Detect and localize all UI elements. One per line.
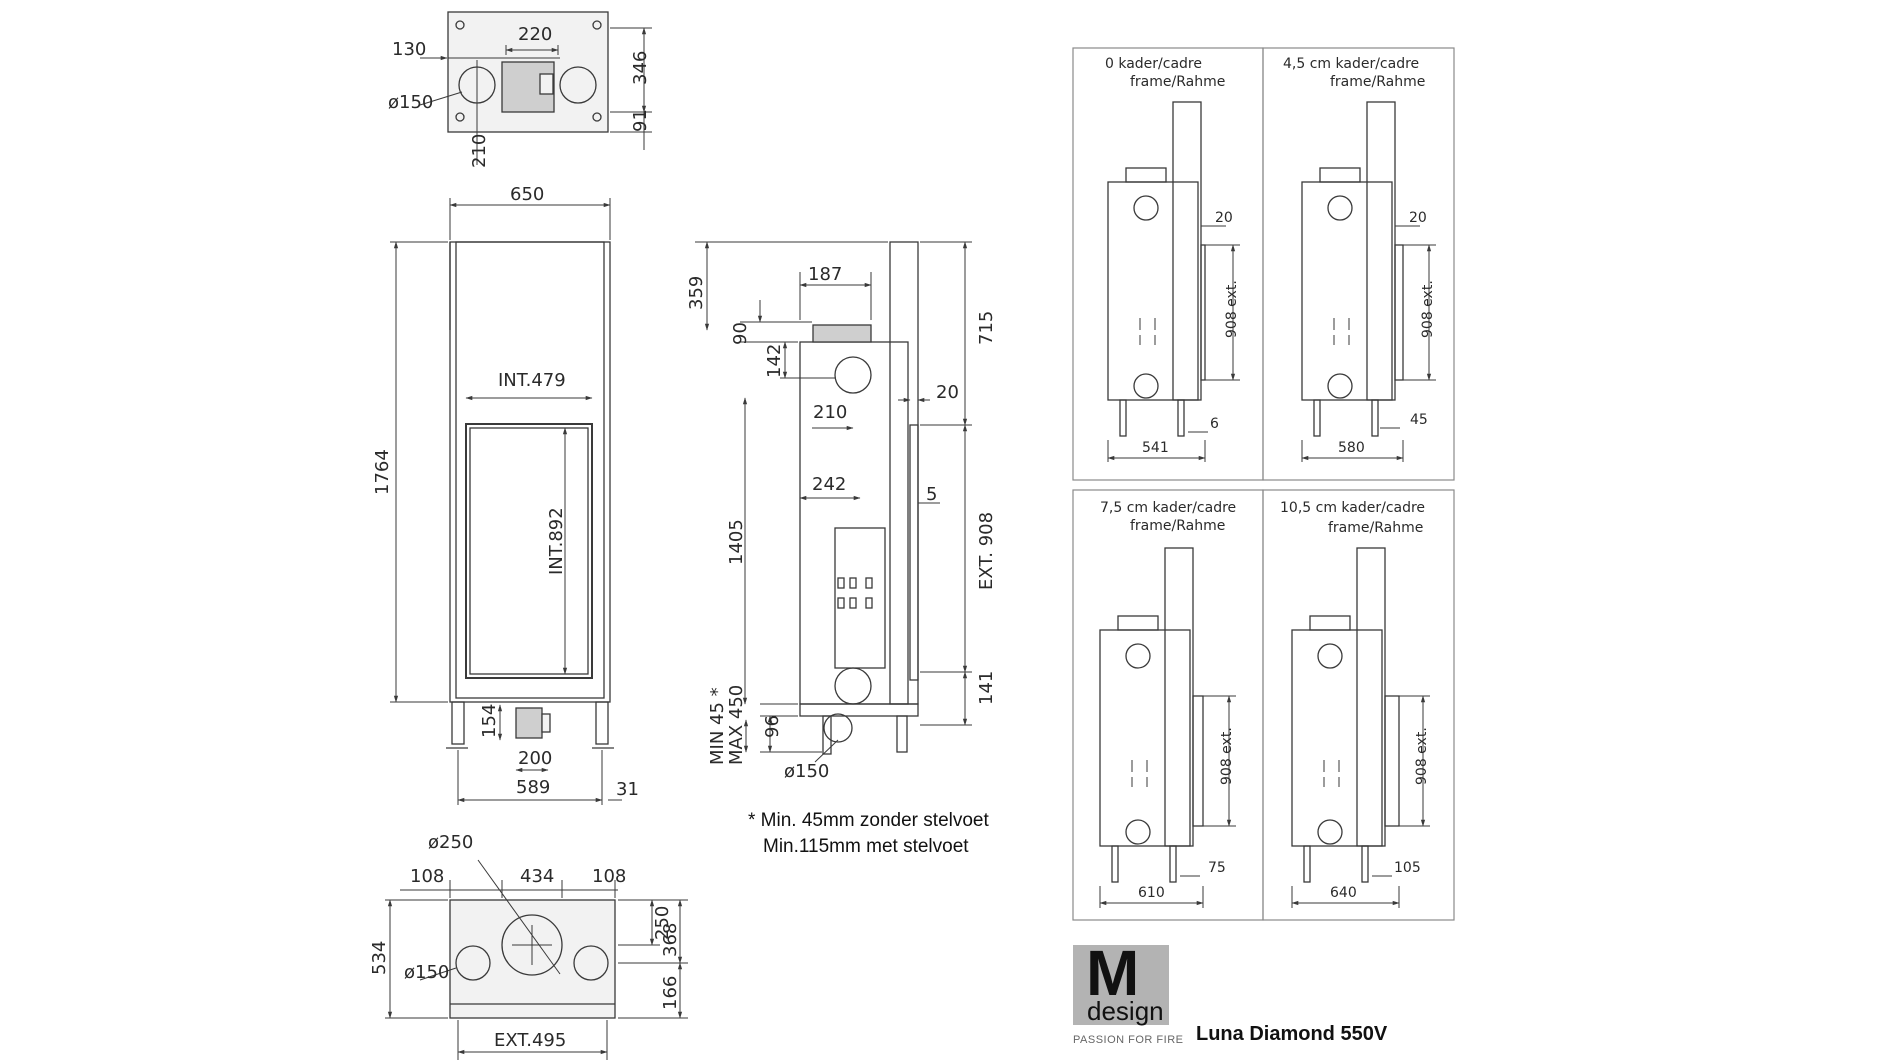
flue-outlet-right: [559, 66, 597, 104]
top-dim-210: 210: [469, 134, 490, 168]
side-dim-359: 359: [686, 276, 707, 310]
logo-tagline: PASSION FOR FIRE: [1073, 1034, 1183, 1046]
frame-75-title: 7,5 cm kader/cadre: [1100, 500, 1236, 516]
top-dim-130: 130: [392, 39, 426, 60]
side-dim-min45: MIN 45 *: [707, 687, 728, 765]
frame-0-width: 541: [1142, 440, 1169, 456]
frame-0-gap: 20: [1215, 210, 1233, 226]
note-line-1: * Min. 45mm zonder stelvoet: [748, 810, 989, 831]
front-glass: [465, 423, 593, 679]
side-dim-242: 242: [812, 474, 846, 495]
front-dim-650: 650: [510, 184, 544, 205]
frame-panel-0: 0 kader/cadre frame/Rahme 20 908 ext. 6 …: [1072, 47, 1264, 481]
front-dim-int479: INT.479: [498, 370, 566, 391]
base-dim-ext495: EXT.495: [494, 1030, 566, 1051]
side-dim-1405: 1405: [726, 519, 747, 565]
frame-panel-75: 7,5 cm kader/cadre frame/Rahme 908 ext. …: [1072, 489, 1264, 921]
base-dim-166: 166: [660, 976, 681, 1010]
frame-0-title: 0 kader/cadre: [1105, 56, 1202, 72]
base-dim-368: 368: [660, 923, 681, 957]
note-line-2: Min.115mm met stelvoet: [763, 836, 969, 857]
frame-75-ext: 908 ext.: [1219, 727, 1235, 785]
side-dim-90: 90: [730, 322, 751, 345]
logo-word: design: [1087, 996, 1164, 1026]
top-dim-d150: ø150: [388, 92, 433, 113]
frame-105-title: 10,5 cm kader/cadre: [1280, 500, 1425, 516]
frame-45-gap: 20: [1409, 210, 1427, 226]
logo-letter: M: [1086, 937, 1139, 1009]
side-dim-5: 5: [926, 484, 937, 505]
frame-105-width: 640: [1330, 885, 1357, 901]
frame-105-foot: 105: [1394, 860, 1421, 876]
logo-box: [1073, 945, 1169, 1025]
frame-105-ext: 908 ext.: [1414, 727, 1430, 785]
frame-75-width: 610: [1138, 885, 1165, 901]
side-dim-142: 142: [764, 344, 785, 378]
base-view: ø250 108 434 108 534 ø150 250 368 166 EX…: [369, 832, 688, 1060]
frame-45-width: 580: [1338, 440, 1365, 456]
brand-logo: M design PASSION FOR FIRE: [1073, 937, 1183, 1046]
frame-45-foot: 45: [1410, 412, 1428, 428]
front-view: 650 INT.479 INT.892 1764 154 200 589 31: [372, 184, 639, 805]
front-dim-589: 589: [516, 777, 550, 798]
side-dim-210: 210: [813, 402, 847, 423]
side-dim-max450: MAX 450: [726, 685, 747, 765]
base-dim-250: 250: [652, 906, 673, 940]
side-view: 359 187 90 142 210 242 715 EXT. 908 20 5…: [686, 241, 997, 782]
side-dim-ext908: EXT. 908: [976, 512, 997, 590]
top-dim-220: 220: [518, 24, 552, 45]
front-dim-int892: INT.892: [546, 507, 567, 575]
side-dim-141: 141: [976, 671, 997, 705]
side-dim-20: 20: [936, 382, 959, 403]
side-dim-187: 187: [808, 264, 842, 285]
frame-105-subtitle: frame/Rahme: [1328, 520, 1423, 536]
product-name: Luna Diamond 550V: [1196, 1023, 1388, 1045]
top-dim-346: 346: [630, 51, 651, 85]
front-dim-154: 154: [479, 704, 500, 738]
base-dim-d150: ø150: [404, 962, 449, 983]
base-dim-d250: ø250: [428, 832, 473, 853]
top-dim-91: 91: [630, 109, 651, 132]
frame-45-ext: 908 ext.: [1420, 280, 1436, 338]
frame-45-title: 4,5 cm kader/cadre: [1283, 56, 1419, 72]
frame-75-foot: 75: [1208, 860, 1226, 876]
frame-0-foot: 6: [1210, 416, 1219, 432]
side-dim-96: 96: [762, 715, 783, 738]
frame-45-subtitle: frame/Rahme: [1330, 74, 1425, 90]
top-view: 220 130 ø150 346 91 210: [388, 11, 652, 168]
base-dim-108a: 108: [410, 866, 444, 887]
flue-opening-250: [501, 914, 563, 976]
base-dim-434: 434: [520, 866, 554, 887]
base-dim-108b: 108: [592, 866, 626, 887]
side-dim-d150: ø150: [784, 761, 829, 782]
front-dim-1764: 1764: [372, 449, 393, 495]
frame-0-subtitle: frame/Rahme: [1130, 74, 1225, 90]
frame-0-ext: 908 ext.: [1224, 280, 1240, 338]
front-dim-31: 31: [616, 779, 639, 800]
front-dim-200: 200: [518, 748, 552, 769]
side-dim-715: 715: [976, 311, 997, 345]
frame-75-subtitle: frame/Rahme: [1130, 518, 1225, 534]
base-dim-534: 534: [369, 941, 390, 975]
frame-panel-45: 4,5 cm kader/cadre frame/Rahme 20 908 ex…: [1262, 47, 1455, 481]
frame-panel-105: 10,5 cm kader/cadre frame/Rahme 908 ext.…: [1262, 489, 1455, 921]
